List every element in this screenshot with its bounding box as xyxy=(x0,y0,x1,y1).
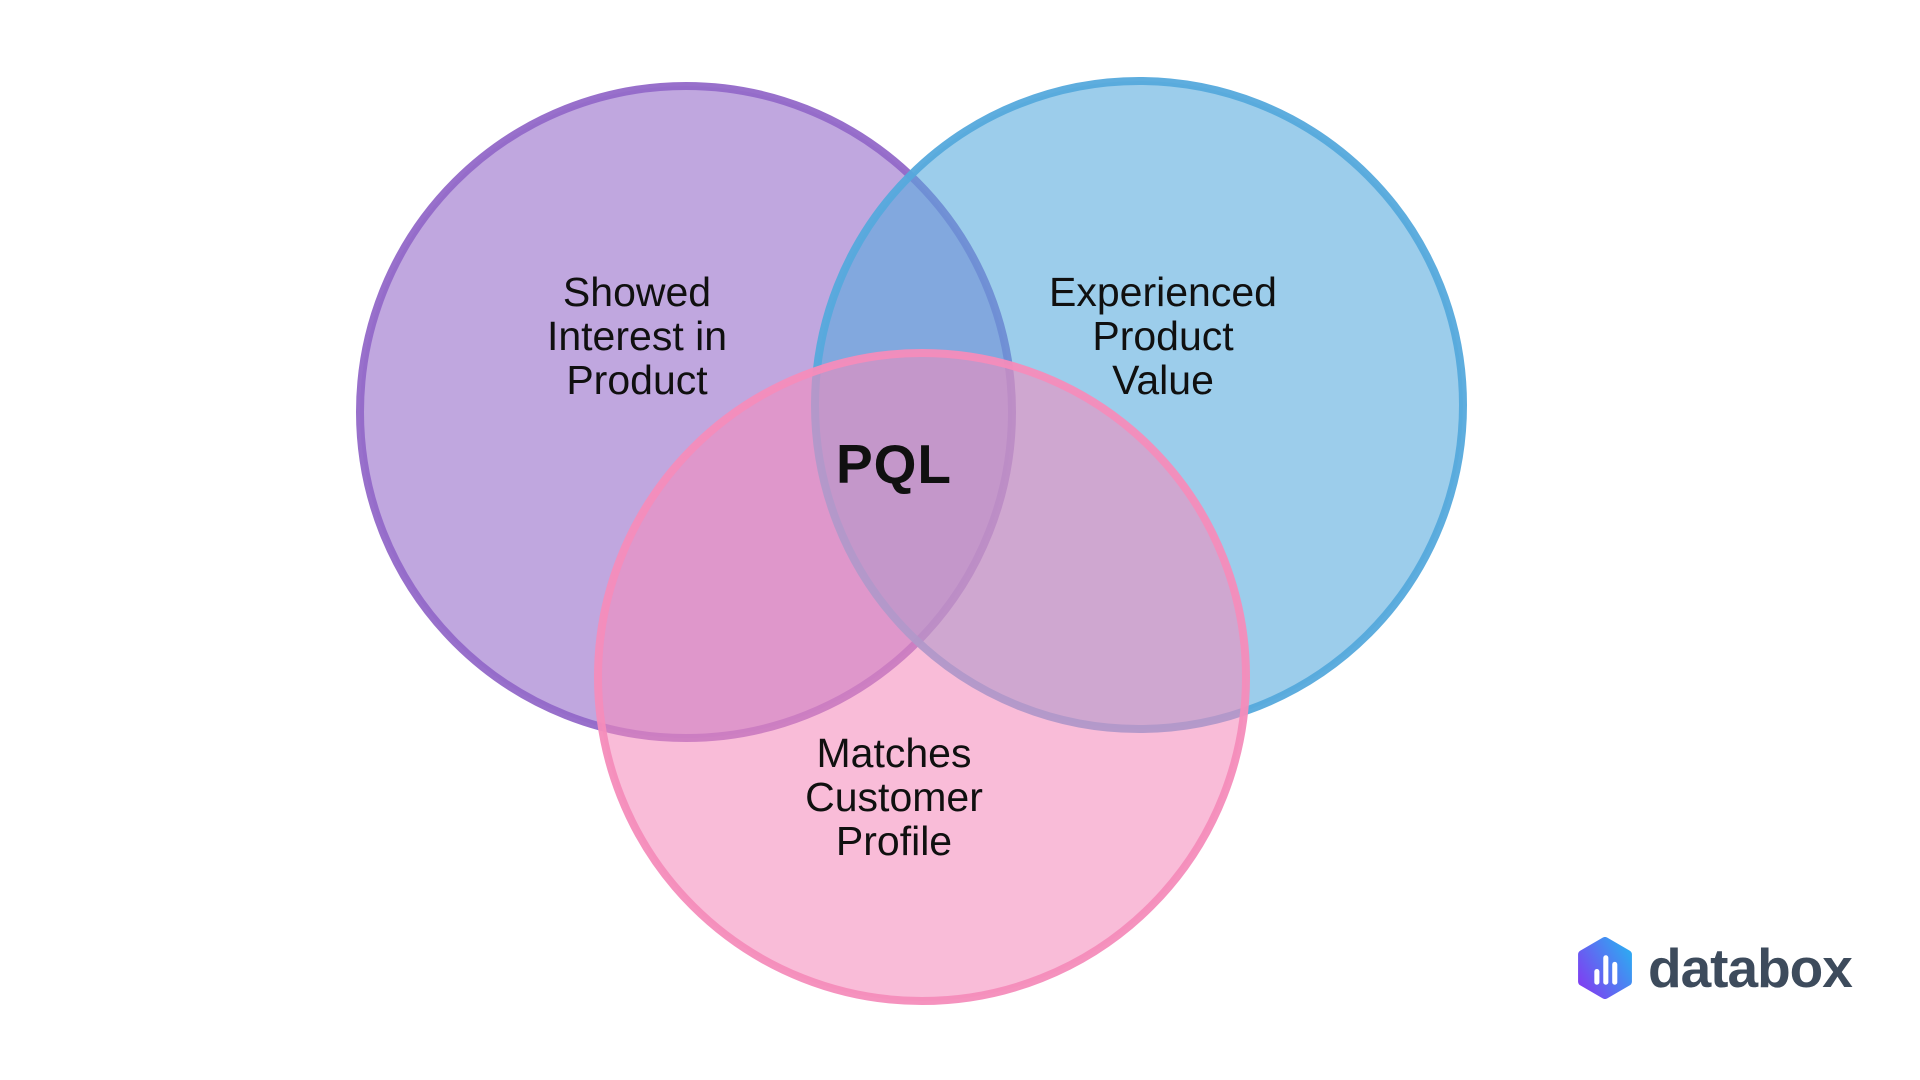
label-experienced-value: Experienced Product Value xyxy=(1049,270,1277,402)
center-label-pql: PQL xyxy=(835,433,953,495)
label-line: Interest in xyxy=(546,313,728,359)
label-matches-profile: Matches Customer Profile xyxy=(805,731,983,863)
databox-logo: databox xyxy=(1578,936,1853,1000)
bar-chart-hexagon-icon xyxy=(1578,937,1632,999)
bar-medium xyxy=(1612,961,1618,985)
label-line: Value xyxy=(1112,357,1214,403)
label-showed-interest: Showed Interest in Product xyxy=(547,270,727,402)
label-line: Showed xyxy=(562,269,712,315)
circle-matches-profile xyxy=(594,349,1250,1005)
databox-logo-text: databox xyxy=(1648,937,1853,999)
label-line: Customer xyxy=(805,774,983,820)
label-line: Product xyxy=(1092,313,1234,359)
label-line: Experienced xyxy=(1049,269,1277,315)
label-line: Matches xyxy=(816,730,972,776)
bar-short xyxy=(1594,969,1600,985)
bar-tall xyxy=(1603,955,1609,985)
label-line: Profile xyxy=(835,818,953,864)
label-line: Product xyxy=(566,357,708,403)
